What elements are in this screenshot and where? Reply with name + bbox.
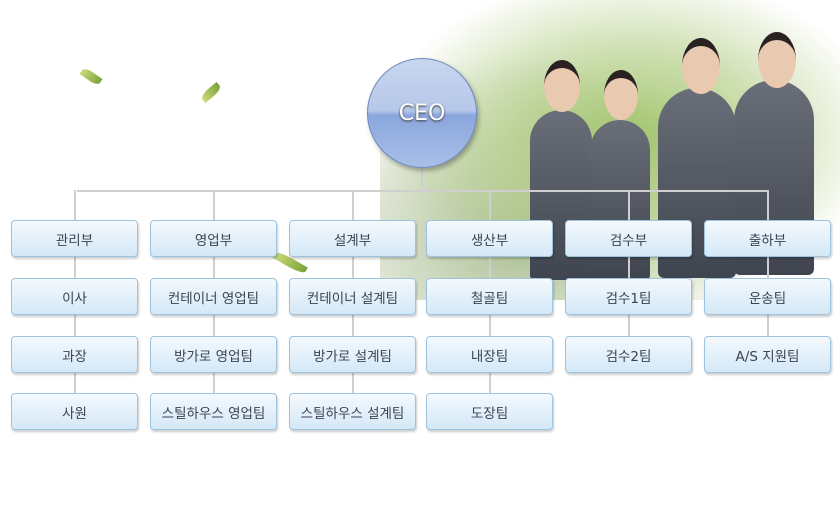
ceo-label: CEO bbox=[398, 100, 446, 126]
team-node: 검수2팀 bbox=[565, 336, 692, 373]
department-node: 설계부 bbox=[289, 220, 416, 257]
team-node: 컨테이너 설계팀 bbox=[289, 278, 416, 315]
team-node: 철골팀 bbox=[426, 278, 553, 315]
node-label: 검수부 bbox=[609, 232, 648, 249]
team-node: A/S 지원팀 bbox=[704, 336, 831, 373]
node-label: 방가로 영업팀 bbox=[174, 348, 253, 365]
node-label: 스틸하우스 영업팀 bbox=[161, 405, 266, 422]
node-label: 철골팀 bbox=[470, 290, 509, 307]
node-label: 출하부 bbox=[748, 232, 787, 249]
department-node: 생산부 bbox=[426, 220, 553, 257]
node-label: 검수1팀 bbox=[605, 290, 652, 307]
node-label: 내장팀 bbox=[470, 348, 509, 365]
ceo-node: CEO bbox=[367, 58, 477, 168]
team-node: 스틸하우스 영업팀 bbox=[150, 393, 277, 430]
node-label: 검수2팀 bbox=[605, 348, 652, 365]
team-node: 내장팀 bbox=[426, 336, 553, 373]
department-node: 출하부 bbox=[704, 220, 831, 257]
department-node: 검수부 bbox=[565, 220, 692, 257]
connector-line bbox=[767, 190, 769, 346]
team-node: 스틸하우스 설계팀 bbox=[289, 393, 416, 430]
person-head bbox=[758, 32, 796, 88]
team-node: 검수1팀 bbox=[565, 278, 692, 315]
person-head bbox=[682, 38, 720, 94]
node-label: 운송팀 bbox=[748, 290, 787, 307]
node-label: 방가로 설계팀 bbox=[313, 348, 392, 365]
team-node: 과장 bbox=[11, 336, 138, 373]
node-label: 도장팀 bbox=[470, 405, 509, 422]
team-node: 사원 bbox=[11, 393, 138, 430]
node-label: 컨테이너 영업팀 bbox=[167, 290, 260, 307]
connector-line bbox=[628, 190, 630, 346]
node-label: 생산부 bbox=[470, 232, 509, 249]
leaf-decoration bbox=[199, 81, 223, 104]
node-label: 컨테이너 설계팀 bbox=[306, 290, 399, 307]
team-node: 방가로 영업팀 bbox=[150, 336, 277, 373]
connector-line bbox=[421, 160, 423, 192]
node-label: 영업부 bbox=[194, 232, 233, 249]
team-node: 방가로 설계팀 bbox=[289, 336, 416, 373]
person-head bbox=[604, 70, 638, 120]
node-label: 사원 bbox=[62, 405, 87, 422]
node-label: 설계부 bbox=[333, 232, 372, 249]
connector-line bbox=[77, 190, 769, 192]
node-label: 과장 bbox=[62, 348, 87, 365]
node-label: 이사 bbox=[62, 290, 87, 307]
node-label: 관리부 bbox=[55, 232, 94, 249]
team-node: 이사 bbox=[11, 278, 138, 315]
person-head bbox=[544, 60, 580, 112]
department-node: 영업부 bbox=[150, 220, 277, 257]
node-label: 스틸하우스 설계팀 bbox=[300, 405, 405, 422]
department-node: 관리부 bbox=[11, 220, 138, 257]
team-node: 컨테이너 영업팀 bbox=[150, 278, 277, 315]
leaf-decoration bbox=[79, 66, 103, 87]
team-node: 운송팀 bbox=[704, 278, 831, 315]
node-label: A/S 지원팀 bbox=[735, 348, 800, 365]
team-node: 도장팀 bbox=[426, 393, 553, 430]
